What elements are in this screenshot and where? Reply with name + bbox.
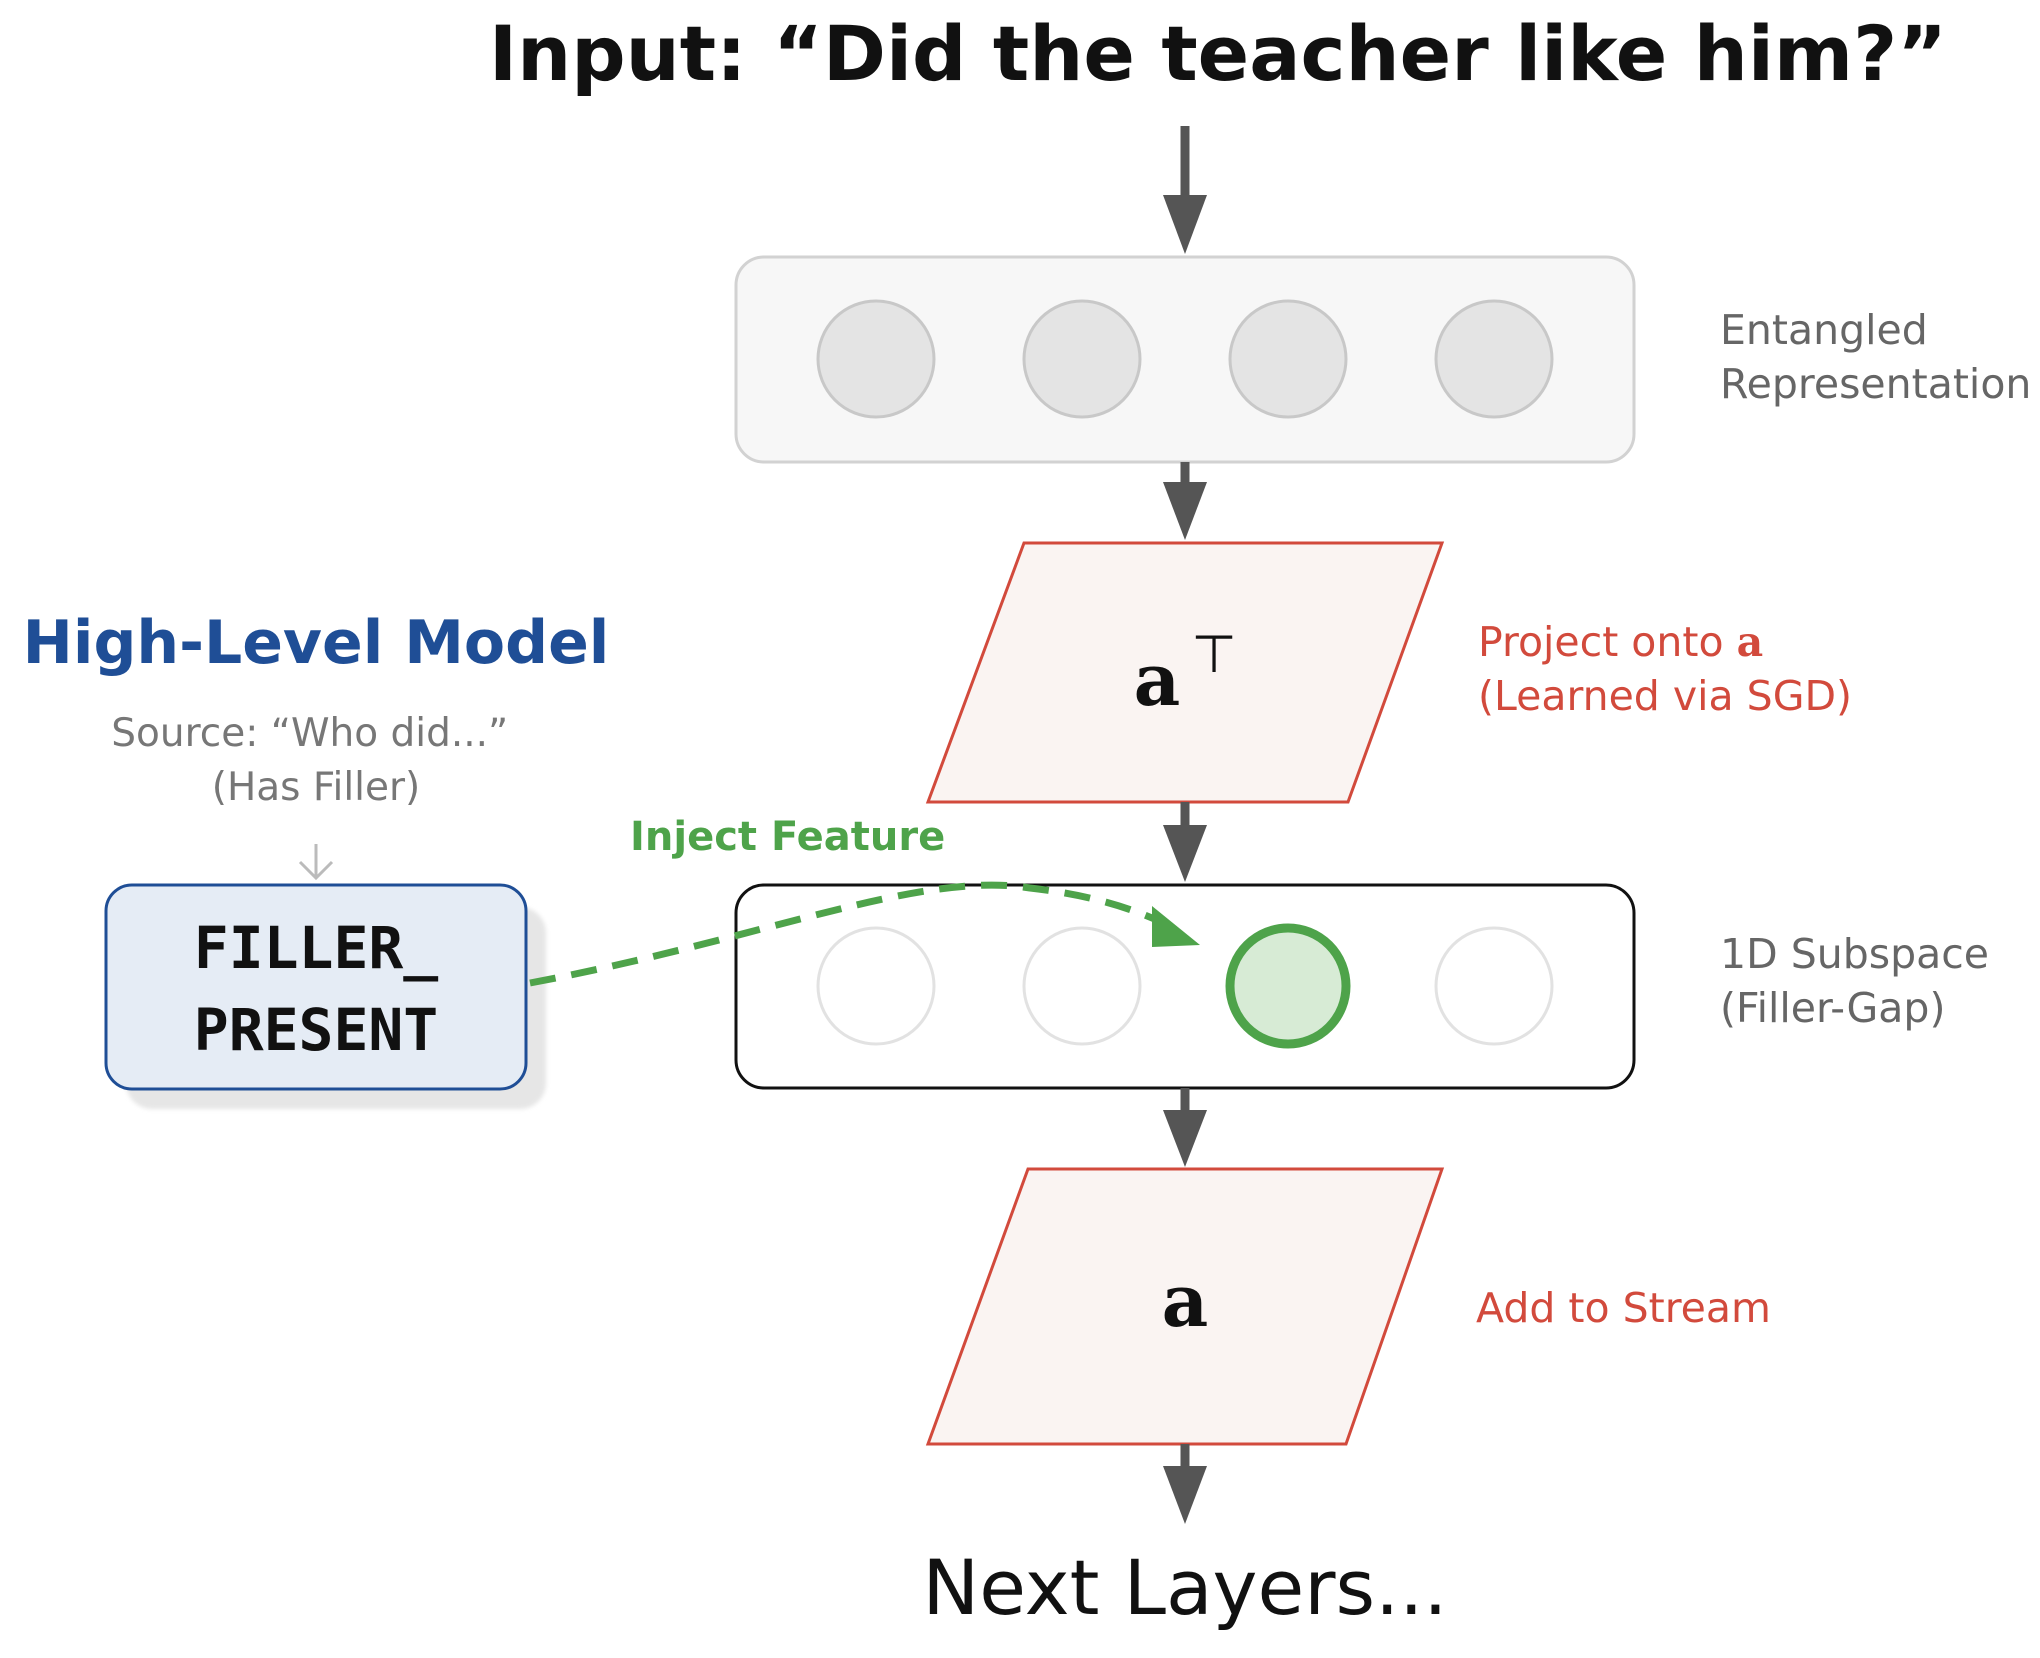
entangled-label-line2: Representation [1720, 360, 2031, 408]
input-title: Input: “Did the teacher like him?” [489, 9, 1947, 98]
inject-feature-label: Inject Feature [630, 814, 945, 860]
subspace-box [734, 883, 1636, 1090]
add-to-stream-label: Add to Stream [1476, 1284, 1771, 1332]
source-example-line2: (Has Filler) [212, 765, 421, 810]
add-symbol: a [1162, 1258, 1209, 1343]
arrow-entangled-to-projection [1163, 462, 1207, 540]
neuron-node [1228, 299, 1348, 419]
filler-present-line2: PRESENT [194, 996, 438, 1064]
transpose-symbol: ⊤ [1191, 625, 1236, 685]
filler-gap-feature-node [1225, 923, 1351, 1049]
projection-label-symbol: a [1737, 618, 1764, 666]
inject-feature-arrow [529, 881, 1200, 987]
projection-parallelogram: a ⊤ [925, 541, 1445, 804]
projection-label-line2: (Learned via SGD) [1478, 672, 1852, 720]
projection-label: Project onto a (Learned via SGD) [1478, 618, 1852, 720]
entangled-label-line1: Entangled [1720, 306, 1928, 354]
add-parallelogram: a [925, 1167, 1445, 1446]
inactive-node [1434, 926, 1554, 1046]
subspace-label: 1D Subspace (Filler-Gap) [1720, 930, 2002, 1032]
arrow-projection-to-subspace [1163, 802, 1207, 882]
filler-present-box: FILLER_ PRESENT [104, 883, 528, 1091]
filler-present-line1: FILLER_ [194, 914, 439, 982]
subspace-label-line2: (Filler-Gap) [1720, 984, 1945, 1032]
arrow-subspace-to-add [1163, 1088, 1207, 1167]
neuron-node [1022, 299, 1142, 419]
entangled-representation-box [734, 255, 1636, 464]
inactive-node [816, 926, 936, 1046]
neuron-node [816, 299, 936, 419]
neuron-node [1434, 299, 1554, 419]
subspace-label-line1: 1D Subspace [1720, 930, 1989, 978]
next-layers-label: Next Layers... [922, 1543, 1447, 1632]
projection-label-prefix: Project onto [1478, 618, 1737, 666]
projection-symbol: a [1134, 637, 1181, 722]
high-level-model-title: High-Level Model [23, 608, 610, 678]
arrow-add-to-next-layers [1163, 1444, 1207, 1524]
source-small-arrow [298, 844, 334, 881]
inactive-node [1022, 926, 1142, 1046]
source-example-line1: Source: “Who did...” [111, 711, 508, 756]
entangled-label: Entangled Representation [1720, 306, 2031, 408]
source-example: Source: “Who did...” (Has Filler) [111, 711, 520, 810]
arrow-input-to-entangled [1163, 126, 1207, 254]
